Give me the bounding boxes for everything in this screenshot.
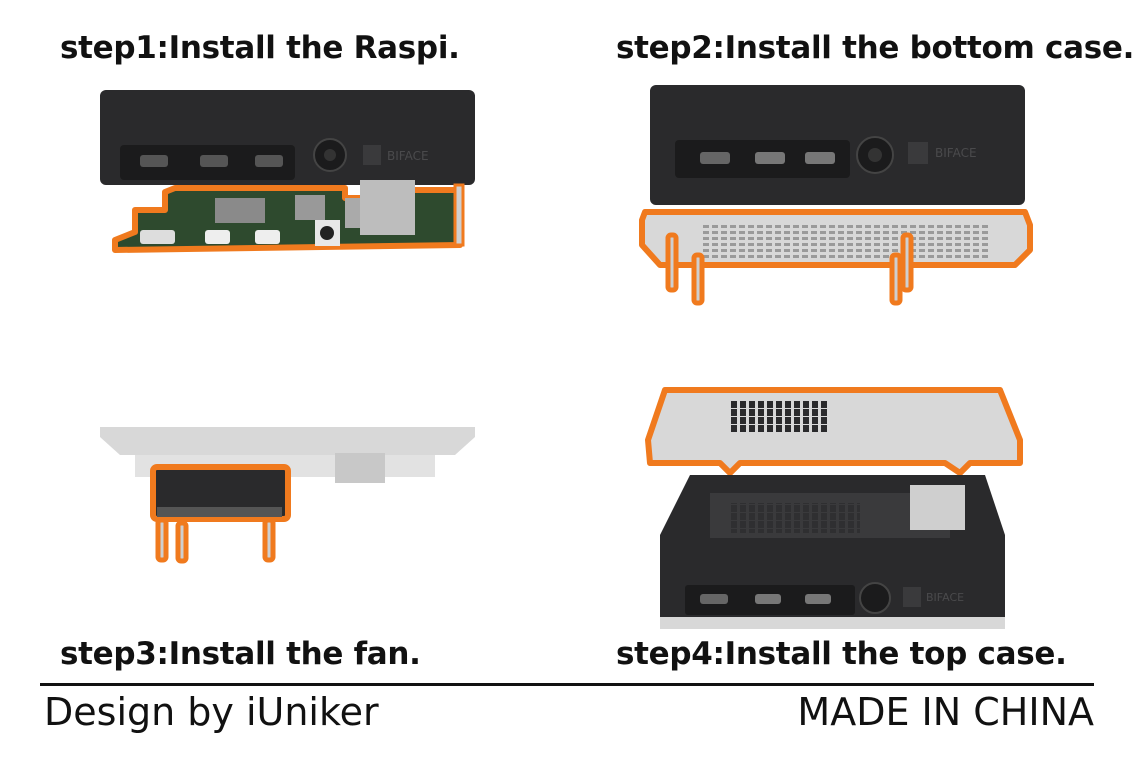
design-credit: Design by iUniker [44, 690, 379, 734]
top-lid [100, 427, 475, 455]
biface-logo: BIFACE [903, 587, 964, 607]
made-in-label: MADE IN CHINA [797, 690, 1094, 734]
step3-title: step3:Install the fan. [60, 636, 421, 672]
step4-illustration: BIFACE [645, 387, 1023, 629]
footer-divider [40, 683, 1094, 686]
step1-title: step1:Install the Raspi. [60, 30, 460, 66]
fan [150, 464, 291, 522]
step2-title: step2:Install the bottom case. [616, 30, 1134, 66]
biface-logo: BIFACE [908, 142, 977, 164]
step2-illustration: BIFACE [639, 85, 1033, 306]
step4-title: step4:Install the top case. [616, 636, 1067, 672]
audio-port-icon [859, 582, 891, 614]
svg-text:BIFACE: BIFACE [926, 591, 964, 604]
svg-text:BIFACE: BIFACE [387, 149, 429, 163]
biface-logo: BIFACE [363, 145, 429, 165]
step1-illustration: BIFACE [100, 90, 475, 253]
svg-text:BIFACE: BIFACE [935, 146, 977, 160]
top-case [645, 387, 1023, 476]
step3-illustration [100, 427, 475, 564]
